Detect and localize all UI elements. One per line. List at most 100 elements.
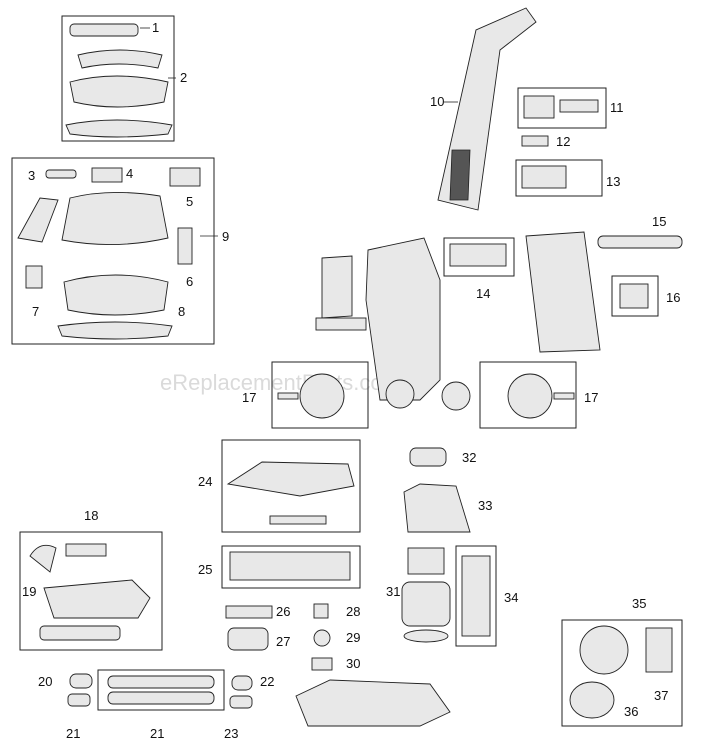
part-6-spring[interactable] [177, 227, 193, 265]
callout-3: 3 [28, 168, 35, 183]
part-33-motor-housing[interactable] [403, 483, 471, 533]
callout-37: 37 [654, 688, 668, 703]
part-17-wheel-right[interactable] [507, 373, 553, 419]
group-box-34 [455, 545, 497, 647]
part-1-handle-grip[interactable] [69, 23, 139, 37]
part-2-lid[interactable] [69, 75, 169, 108]
part-27-pulley[interactable] [227, 627, 269, 651]
part-11-trigger[interactable] [523, 95, 555, 119]
callout-32: 32 [462, 450, 476, 465]
part-15-hose[interactable] [597, 235, 683, 249]
watermark-text: eReplacementParts.com [160, 370, 401, 395]
part-24-bracket[interactable] [269, 515, 327, 525]
callout-12: 12 [556, 134, 570, 149]
part-base[interactable] [295, 679, 451, 727]
callout-20: 20 [38, 674, 52, 689]
part-16-latch[interactable] [619, 283, 649, 309]
callout-27: 27 [276, 634, 290, 649]
part-13-valve[interactable] [521, 165, 567, 189]
part-25-brush-assembly[interactable] [229, 551, 351, 581]
part-18-nozzle-body[interactable] [43, 579, 151, 619]
part-23-belt[interactable] [231, 675, 253, 691]
callout-21: 21 [150, 726, 164, 741]
callout-13: 13 [606, 174, 620, 189]
part-28-bushing[interactable] [313, 603, 329, 619]
callout-19: 19 [22, 584, 36, 599]
part-center-housing[interactable] [365, 237, 441, 401]
part-tank-shield[interactable] [321, 255, 353, 319]
part-9-side-panel[interactable] [17, 197, 59, 243]
part-4-valve[interactable] [91, 167, 123, 183]
group-box-11 [517, 87, 607, 129]
group-box-16 [611, 275, 659, 317]
part-20-belt[interactable] [69, 673, 93, 689]
group-box-17-left [271, 361, 369, 429]
part-24-nozzle-frame[interactable] [226, 461, 355, 497]
part-18-nozzle-plate[interactable] [39, 625, 121, 641]
part-22-brush-roll-bottom[interactable] [107, 691, 215, 705]
group-box-14 [443, 237, 515, 277]
callout-23: 23 [224, 726, 238, 741]
callout-6: 6 [186, 274, 193, 289]
part-35-housing[interactable] [579, 625, 629, 675]
part-32-cover[interactable] [409, 447, 447, 467]
part-29-gear[interactable] [313, 629, 331, 647]
part-12-clip[interactable] [521, 135, 549, 147]
callout-18: 18 [84, 508, 98, 523]
callout-29: 29 [346, 630, 360, 645]
part-31-motor-base[interactable] [403, 629, 449, 643]
part-7-cap[interactable] [25, 265, 43, 289]
part-2-gasket[interactable] [65, 119, 173, 138]
part-8-base[interactable] [57, 321, 173, 340]
part-10-handle-grille [449, 149, 471, 201]
callout-28: 28 [346, 604, 360, 619]
callout-15: 15 [652, 214, 666, 229]
callout-21: 21 [66, 726, 80, 741]
part-8-tank[interactable] [63, 274, 169, 316]
part-14-switch[interactable] [449, 243, 507, 267]
callout-7: 7 [32, 304, 39, 319]
part-30-cap[interactable] [311, 657, 333, 671]
part-center-wheel-right[interactable] [441, 381, 471, 411]
part-9-tank-body[interactable] [61, 192, 169, 245]
callout-11: 11 [610, 100, 624, 115]
part-21-end-cap-right[interactable] [229, 695, 253, 709]
part-36-filter[interactable] [569, 681, 615, 719]
callout-8: 8 [178, 304, 185, 319]
part-31-motor[interactable] [401, 581, 451, 627]
part-11-rod[interactable] [559, 99, 599, 113]
callout-17: 17 [242, 390, 256, 405]
part-22-brush-roll-top[interactable] [107, 675, 215, 689]
part-rear-housing[interactable] [525, 231, 601, 353]
part-3-seal[interactable] [45, 169, 77, 179]
group-box-18 [19, 531, 163, 651]
callout-36: 36 [624, 704, 638, 719]
part-foot-pedal[interactable] [315, 317, 367, 331]
callout-10: 10 [430, 94, 444, 109]
part-17-wheel-left[interactable] [299, 373, 345, 419]
part-19-latch[interactable] [29, 544, 57, 573]
part-21-end-cap-left[interactable] [67, 693, 91, 707]
callout-26: 26 [276, 604, 290, 619]
part-2-lid-top[interactable] [77, 49, 163, 69]
group-box-17-right [479, 361, 577, 429]
part-31-motor-top[interactable] [407, 547, 445, 575]
part-34-duct[interactable] [461, 555, 491, 637]
part-37-screen[interactable] [645, 627, 673, 673]
callout-33: 33 [478, 498, 492, 513]
part-17-axle-right[interactable] [553, 392, 575, 400]
group-box-top-cover [61, 15, 175, 142]
group-box-25 [221, 545, 361, 589]
callout-1: 1 [152, 20, 159, 35]
group-box-35 [561, 619, 683, 727]
part-5-clip[interactable] [169, 167, 201, 187]
part-center-wheel-left[interactable] [385, 379, 415, 409]
callout-31: 31 [386, 584, 400, 599]
part-17-axle-left[interactable] [277, 392, 299, 400]
callout-22: 22 [260, 674, 274, 689]
callout-30: 30 [346, 656, 360, 671]
part-26-belt[interactable] [225, 605, 273, 619]
callout-35: 35 [632, 596, 646, 611]
part-18-clips[interactable] [65, 543, 107, 557]
